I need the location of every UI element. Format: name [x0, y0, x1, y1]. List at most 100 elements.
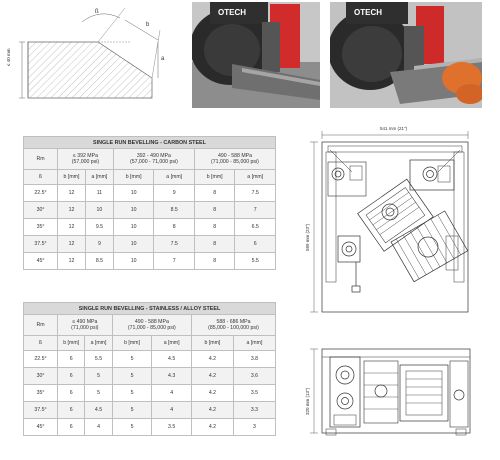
- b-value-cell: 6: [56, 418, 86, 436]
- a-value-cell: 7: [153, 252, 195, 270]
- drawing-side-view: 320 mm (13"): [300, 335, 500, 455]
- b-value-cell: 12: [57, 218, 86, 236]
- col-a-header: a [mm]: [151, 335, 192, 351]
- stainless-steel-table: SINGLE RUN BEVELLING - STAINLESS / ALLOY…: [23, 302, 277, 436]
- a-value-cell: 4: [84, 418, 113, 436]
- a-value-cell: 4: [151, 401, 192, 419]
- b-value-cell: 5: [111, 401, 153, 419]
- angle-header: ß: [23, 169, 58, 185]
- table-title: SINGLE RUN BEVELLING - STAINLESS / ALLOY…: [23, 302, 276, 315]
- angle-cell: 30°: [23, 201, 58, 219]
- group-header: 490 - 588 MPa(71,000 - 85,000 psi): [193, 148, 277, 170]
- a-value-cell: 7: [234, 201, 276, 219]
- b-value-cell: 10: [112, 218, 155, 236]
- drawing-top-view: 541 mm (21") 589 mm (23"): [300, 126, 500, 326]
- angle-cell: 45°: [23, 252, 58, 270]
- a-value-cell: 8.5: [84, 252, 114, 270]
- b-value-cell: 5: [111, 384, 153, 402]
- col-b-header: b [mm]: [56, 335, 86, 351]
- angle-cell: 22.5°: [23, 184, 58, 202]
- a-value-cell: 5.5: [234, 252, 276, 270]
- b-value-cell: 4.2: [190, 418, 234, 436]
- b-value-cell: 8: [193, 201, 236, 219]
- a-value-cell: 9.5: [84, 218, 114, 236]
- a-value-cell: 3.5: [151, 418, 192, 436]
- width-label: b: [146, 22, 150, 28]
- a-value-cell: 4.5: [151, 350, 192, 368]
- b-value-cell: 12: [57, 184, 86, 202]
- a-value-cell: 6: [234, 235, 276, 253]
- a-value-cell: 10: [84, 201, 114, 219]
- machine-photo-right: OTECH: [330, 2, 482, 108]
- col-b-header: b [mm]: [57, 169, 86, 185]
- angle-header: ß: [23, 335, 58, 351]
- group-header: 588 - 686 MPa(85,000 - 100,000 psi): [190, 314, 277, 336]
- angle-label: ß: [95, 9, 99, 15]
- a-value-cell: 9: [153, 184, 195, 202]
- photo1-brand: OTECH: [218, 8, 246, 17]
- a-value-cell: 8: [153, 218, 195, 236]
- group-header: 392 - 490 MPa(57,000 - 71,000 psi): [112, 148, 195, 170]
- b-value-cell: 4.2: [190, 401, 234, 419]
- height-dimension: 589 mm (23"): [305, 223, 310, 251]
- col-b-header: b [mm]: [193, 169, 236, 185]
- b-value-cell: 4.2: [190, 384, 234, 402]
- a-value-cell: 4: [151, 384, 192, 402]
- col-b-header: b [mm]: [190, 335, 234, 351]
- a-value-cell: 5: [84, 384, 113, 402]
- width-dimension: 541 mm (21"): [380, 126, 408, 131]
- bevel-diagram: ≤ 40 mm ß b a: [0, 0, 185, 110]
- a-value-cell: 3: [232, 418, 277, 436]
- carbon-steel-table: SINGLE RUN BEVELLING - CARBON STEEL Rm ≤…: [23, 136, 277, 270]
- col-a-header: a [mm]: [232, 335, 277, 351]
- a-value-cell: 4.3: [151, 367, 192, 385]
- a-value-cell: 3.5: [232, 384, 277, 402]
- angle-cell: 22.5°: [23, 350, 58, 368]
- col-a-header: a [mm]: [84, 335, 113, 351]
- angle-cell: 37.5°: [23, 401, 58, 419]
- b-value-cell: 6: [56, 384, 86, 402]
- col-a-header: a [mm]: [84, 169, 114, 185]
- b-value-cell: 10: [112, 235, 155, 253]
- b-value-cell: 5: [111, 350, 153, 368]
- b-value-cell: 10: [112, 201, 155, 219]
- a-value-cell: 6.5: [234, 218, 276, 236]
- b-value-cell: 10: [112, 184, 155, 202]
- depth-label: a: [161, 56, 165, 62]
- b-value-cell: 8: [193, 252, 236, 270]
- b-value-cell: 6: [56, 350, 86, 368]
- a-value-cell: 7.5: [234, 184, 276, 202]
- a-value-cell: 3.3: [232, 401, 277, 419]
- b-value-cell: 6: [56, 367, 86, 385]
- a-value-cell: 5.5: [84, 350, 113, 368]
- a-value-cell: 9: [84, 235, 114, 253]
- a-value-cell: 8.5: [153, 201, 195, 219]
- a-value-cell: 11: [84, 184, 114, 202]
- a-value-cell: 5: [84, 367, 113, 385]
- thickness-label: ≤ 40 mm: [6, 48, 11, 66]
- machine-photo-left: OTECH: [192, 2, 320, 108]
- b-value-cell: 8: [193, 218, 236, 236]
- b-value-cell: 8: [193, 184, 236, 202]
- side-dimension: 320 mm (13"): [305, 387, 310, 415]
- col-b-header: b [mm]: [111, 335, 153, 351]
- col-b-header: b [mm]: [112, 169, 155, 185]
- a-value-cell: 3.6: [232, 367, 277, 385]
- group-header: ≤ 392 MPa(57,000 psi): [57, 148, 114, 170]
- col-a-header: a [mm]: [234, 169, 276, 185]
- a-value-cell: 3.8: [232, 350, 277, 368]
- b-value-cell: 12: [57, 252, 86, 270]
- b-value-cell: 10: [112, 252, 155, 270]
- b-value-cell: 5: [111, 418, 153, 436]
- angle-cell: 45°: [23, 418, 58, 436]
- b-value-cell: 4.2: [190, 350, 234, 368]
- angle-cell: 35°: [23, 218, 58, 236]
